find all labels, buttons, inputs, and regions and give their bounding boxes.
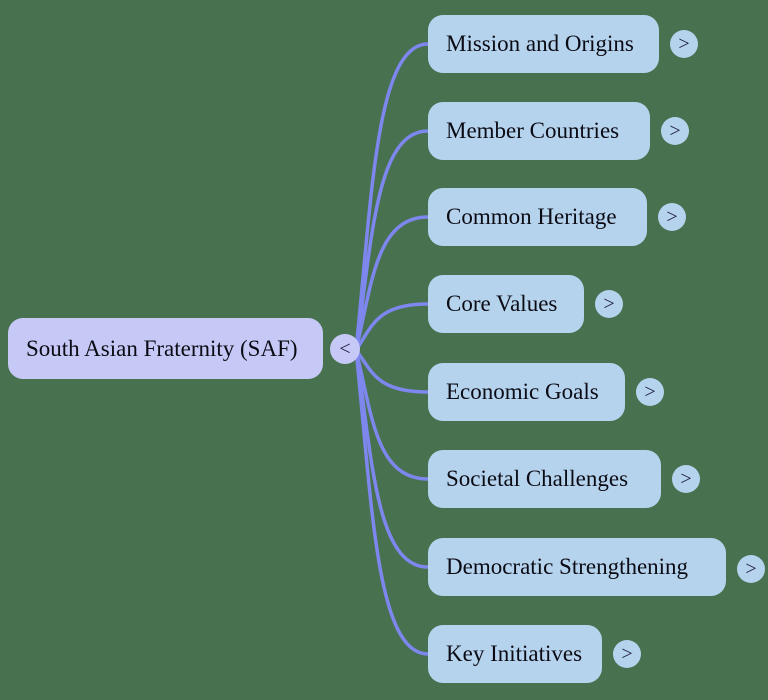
edge-root-to-common-heritage xyxy=(354,215,430,352)
expand-button-democratic-strengthening[interactable]: > xyxy=(737,555,765,583)
expand-button-key-initiatives[interactable]: > xyxy=(613,640,641,668)
node-label: Core Values xyxy=(446,291,558,316)
expand-button-societal-challenges[interactable]: > xyxy=(672,465,700,493)
node-mission-and-origins[interactable]: Mission and Origins xyxy=(428,15,659,73)
node-label: Democratic Strengthening xyxy=(446,554,689,579)
chevron-right-icon: > xyxy=(666,206,678,228)
node-root[interactable]: South Asian Fraternity (SAF) xyxy=(8,318,323,379)
chevron-right-icon: > xyxy=(669,120,681,142)
node-label: Societal Challenges xyxy=(446,466,629,491)
edge-root-to-mission-and-origins xyxy=(354,42,430,352)
node-label: Member Countries xyxy=(446,118,620,143)
node-common-heritage[interactable]: Common Heritage xyxy=(428,188,647,246)
expand-button-common-heritage[interactable]: > xyxy=(658,203,686,231)
expand-button-economic-goals[interactable]: > xyxy=(636,378,664,406)
node-democratic-strengthening[interactable]: Democratic Strengthening xyxy=(428,538,726,596)
node-economic-goals[interactable]: Economic Goals xyxy=(428,363,625,421)
chevron-right-icon: > xyxy=(603,293,615,315)
node-societal-challenges[interactable]: Societal Challenges xyxy=(428,450,661,508)
edge-root-to-member-countries xyxy=(354,129,430,352)
expand-button-mission-and-origins[interactable]: > xyxy=(670,30,698,58)
collapse-button-root[interactable]: < xyxy=(330,334,360,364)
chevron-right-icon: > xyxy=(680,468,692,490)
expand-button-member-countries[interactable]: > xyxy=(661,117,689,145)
node-member-countries[interactable]: Member Countries xyxy=(428,102,650,160)
node-core-values[interactable]: Core Values xyxy=(428,275,584,333)
node-key-initiatives[interactable]: Key Initiatives xyxy=(428,625,602,683)
chevron-left-icon: < xyxy=(339,338,351,360)
edge-root-to-economic-goals xyxy=(354,348,430,394)
expand-button-core-values[interactable]: > xyxy=(595,290,623,318)
node-label: Key Initiatives xyxy=(446,641,583,666)
node-label: Common Heritage xyxy=(446,204,617,229)
edge-root-to-societal-challenges xyxy=(354,348,430,481)
chevron-right-icon: > xyxy=(644,381,656,403)
node-label: Economic Goals xyxy=(446,379,599,404)
edge-root-to-key-initiatives xyxy=(354,348,430,656)
root-node-label: South Asian Fraternity (SAF) xyxy=(26,335,298,361)
chevron-right-icon: > xyxy=(678,33,690,55)
chevron-right-icon: > xyxy=(621,643,633,665)
node-label: Mission and Origins xyxy=(446,31,634,56)
edge-root-to-core-values xyxy=(354,302,430,352)
chevron-right-icon: > xyxy=(745,558,757,580)
